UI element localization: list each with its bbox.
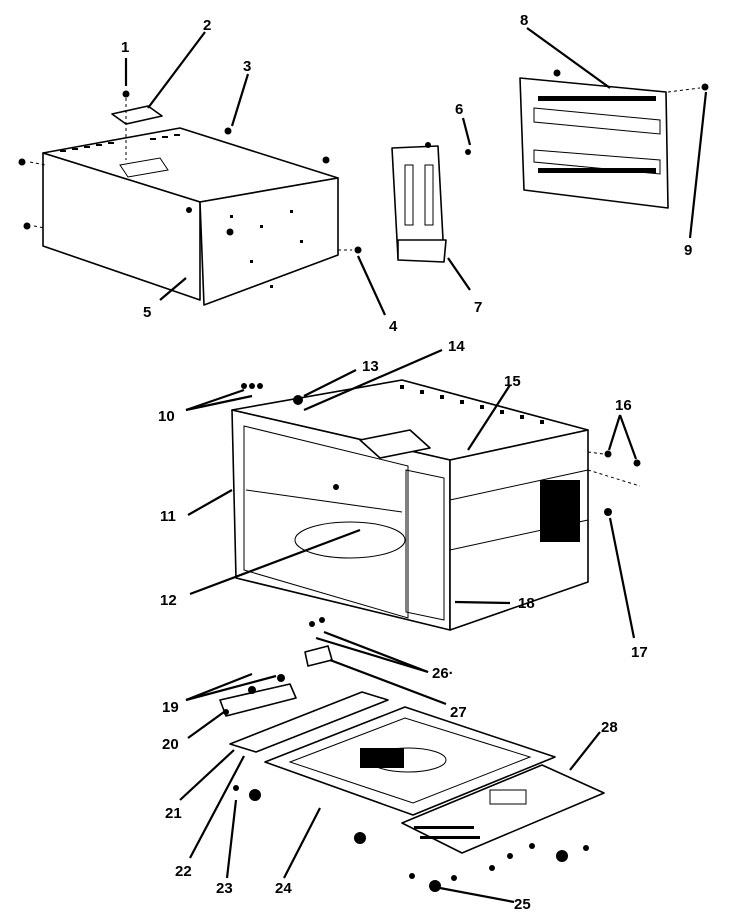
callout-13: 13	[362, 358, 379, 375]
vent-bracket	[391, 142, 471, 263]
callout-21: 21	[165, 805, 182, 822]
callout-14: 14	[448, 338, 465, 355]
callout-10: 10	[158, 408, 175, 425]
callout-24: 24	[275, 880, 292, 897]
callout-19: 19	[162, 699, 179, 716]
callout-3: 3	[243, 58, 251, 75]
oven-cavity-chassis	[231, 379, 589, 631]
callout-8: 8	[520, 12, 528, 29]
callout-11: 11	[160, 508, 176, 525]
callout-1: 1	[121, 39, 129, 56]
leader-lines	[124, 27, 708, 904]
vent-grille	[519, 69, 709, 209]
callout-4: 4	[389, 318, 398, 335]
screw-set-top	[18, 90, 362, 254]
callout-26: 26·	[432, 665, 454, 682]
callout-labels: 1 2 3 4 5 6 7 8 9 10 11 12 13 14 15 16 1…	[121, 12, 692, 913]
callout-18: 18	[518, 595, 535, 612]
callout-15: 15	[504, 373, 521, 390]
callout-12: 12	[160, 592, 177, 609]
callout-5: 5	[143, 304, 151, 321]
callout-6: 6	[455, 101, 463, 118]
callout-28: 28	[601, 719, 618, 736]
callout-23: 23	[216, 880, 233, 897]
callout-20: 20	[162, 736, 179, 753]
callout-22: 22	[175, 863, 192, 880]
callout-27: 27	[450, 704, 467, 721]
base-assembly	[219, 683, 605, 854]
callout-9: 9	[684, 242, 692, 259]
callout-2: 2	[203, 17, 211, 34]
callout-7: 7	[474, 299, 482, 316]
small-bracket	[304, 645, 333, 667]
callout-17: 17	[631, 644, 648, 661]
foot-and-screw-set	[223, 674, 589, 892]
screw-set-middle	[241, 383, 641, 627]
small-plate	[111, 105, 163, 125]
callout-16: 16	[615, 397, 632, 414]
outer-cabinet-cover	[42, 127, 339, 306]
callout-25: 25	[514, 896, 531, 913]
